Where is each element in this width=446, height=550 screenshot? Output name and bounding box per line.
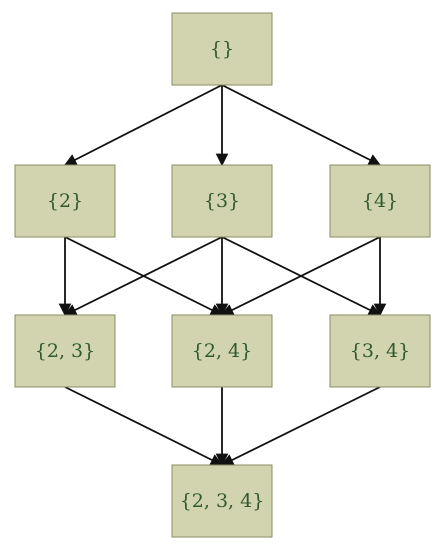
node-label-empty: {} — [210, 38, 234, 60]
node-box-s4 — [329, 164, 431, 238]
node-s24: {2, 4} — [171, 314, 273, 388]
node-box-s3 — [171, 164, 273, 238]
node-s34: {3, 4} — [329, 314, 431, 388]
node-label-s2: {2} — [47, 190, 83, 212]
node-box-s34 — [329, 314, 431, 388]
edge-s3-to-s23 — [63, 236, 223, 316]
node-label-s23: {2, 3} — [35, 340, 95, 362]
node-label-s3: {3} — [204, 190, 240, 212]
nodes-layer: {} {2} {3} {4} {2, 3} {2, 4} {3, 4} {2, 3, 4} — [14, 12, 431, 538]
node-empty: {} — [171, 12, 273, 86]
node-box-s23 — [14, 314, 116, 388]
node-box-s24 — [171, 314, 273, 388]
edge-s4-to-s24 — [220, 236, 381, 316]
node-box-s2 — [14, 164, 116, 238]
node-label-s234: {2, 3, 4} — [180, 490, 265, 512]
node-s4: {4} — [329, 164, 431, 238]
node-label-s4: {4} — [362, 190, 398, 212]
node-label-s24: {2, 4} — [192, 340, 252, 362]
node-box-empty — [171, 12, 273, 86]
edge-s23-to-s234 — [64, 386, 224, 466]
node-s23: {2, 3} — [14, 314, 116, 388]
edge-empty-to-s4 — [221, 84, 382, 166]
edge-s34-to-s234 — [220, 386, 381, 466]
edges-layer — [58, 84, 387, 467]
edge-empty-to-s2 — [63, 84, 223, 166]
node-s3: {3} — [171, 164, 273, 238]
node-s2: {2} — [14, 164, 116, 238]
node-box-s234 — [171, 464, 273, 538]
node-label-s34: {3, 4} — [350, 340, 410, 362]
node-s234: {2, 3, 4} — [171, 464, 273, 538]
